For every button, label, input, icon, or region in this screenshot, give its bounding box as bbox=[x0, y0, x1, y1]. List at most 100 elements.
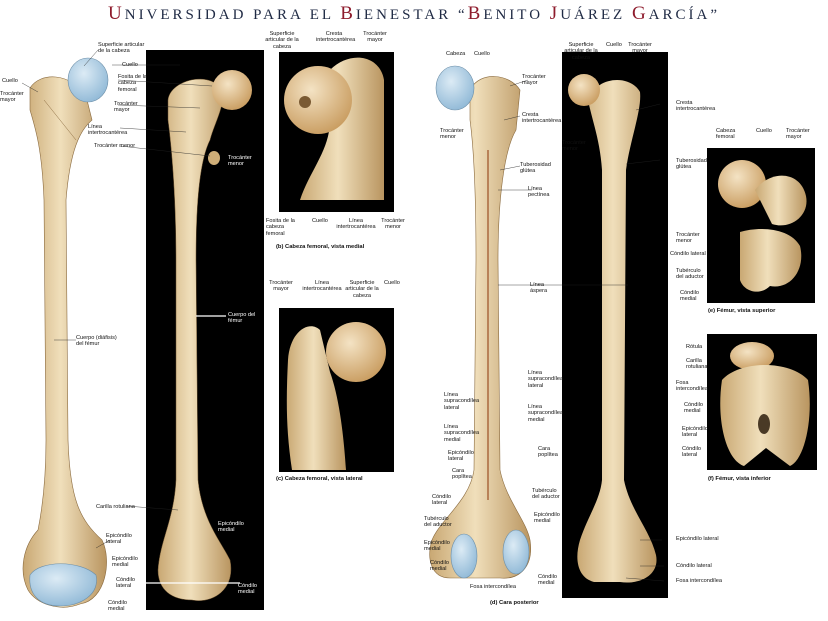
caption-e: (e) Fémur, vista superior bbox=[708, 308, 776, 314]
label-intercondylar-fossa: Fosa intercondílea bbox=[470, 584, 517, 590]
femur-superior-photo bbox=[718, 160, 807, 292]
label-lateral-epicondyle: Epicóndilo lateral bbox=[106, 533, 132, 546]
label-patellar-surface: Carilla rotuliana bbox=[686, 358, 708, 371]
femoral-head-medial-photo bbox=[284, 57, 384, 200]
label-intertrochanteric-crest: Cresta intertrocantérea bbox=[522, 112, 562, 125]
header-capital-3: J bbox=[549, 3, 561, 24]
label-intercondylar-fossa: Fosa intercondílea bbox=[676, 578, 723, 584]
label-medial-condyle: Cóndilo medial bbox=[684, 402, 703, 415]
label-greater-trochanter: Trocánter mayor bbox=[269, 280, 293, 293]
caption-b: (b) Cabeza femoral, vista medial bbox=[276, 244, 365, 250]
label-medial-supracondylar-line: Línea supracondílea medial bbox=[528, 404, 564, 423]
label-adductor-tubercle: Tubérculo del aductor bbox=[676, 268, 704, 281]
label-articular-surface: Superficie articular de la cabeza bbox=[265, 31, 299, 50]
label-greater-trochanter: Trocánter mayor bbox=[522, 74, 546, 87]
label-fovea: Fosita de la cabeza femoral bbox=[266, 218, 295, 237]
label-linea-aspera: Línea áspera bbox=[530, 282, 548, 295]
label-neck: Cuello bbox=[312, 218, 328, 224]
label-neck: Cuello bbox=[122, 62, 138, 68]
label-gluteal-tuberosity: Tuberosidad glútea bbox=[520, 162, 551, 175]
label-lateral-supracondylar-line: Línea supracondílea lateral bbox=[444, 392, 480, 411]
label-neck: Cuello bbox=[474, 51, 490, 57]
label-greater-trochanter: Trocánter mayor bbox=[0, 91, 24, 104]
header-text-4: ARCÍA” bbox=[648, 7, 720, 23]
label-intertrochanteric-crest: Cresta intertrocantérea bbox=[316, 31, 356, 44]
label-shaft: Cuerpo del fémur bbox=[228, 312, 256, 325]
label-lateral-epicondyle: Epicóndilo lateral bbox=[682, 426, 708, 439]
header-text-1: IENESTAR “ bbox=[355, 7, 468, 23]
label-lateral-condyle: Cóndilo lateral bbox=[682, 446, 701, 459]
label-medial-condyle: Cóndilo medial bbox=[430, 560, 449, 573]
label-intercondylar-fossa: Fosa intercondílea bbox=[676, 380, 709, 393]
label-medial-supracondylar-line: Línea supracondílea medial bbox=[444, 424, 480, 443]
leader-lines bbox=[21, 49, 665, 584]
label-neck: Cuello bbox=[606, 42, 622, 48]
label-shaft: Cuerpo (diáfisis) del fémur bbox=[76, 335, 117, 348]
label-lateral-condyle: Cóndilo lateral bbox=[116, 577, 135, 590]
label-medial-condyle: Cóndilo medial bbox=[680, 290, 699, 303]
label-greater-trochanter: Trocánter mayor bbox=[786, 128, 810, 141]
label-intertrochanteric-line: Línea intertrocantérea bbox=[88, 124, 128, 137]
label-greater-trochanter: Trocánter mayor bbox=[114, 101, 138, 114]
header-text-3: UÁREZ bbox=[560, 7, 632, 23]
label-neck: Cuello bbox=[2, 78, 18, 84]
label-greater-trochanter: Trocánter mayor bbox=[363, 31, 387, 44]
label-articular-surface: Superficie articular de la cabeza bbox=[98, 42, 145, 55]
femur-posterior-photo bbox=[568, 74, 657, 583]
label-greater-trochanter: Trocánter mayor bbox=[628, 42, 652, 55]
page-header: UNIVERSIDAD PARA EL BIENESTAR “BENITO JU… bbox=[0, 0, 828, 28]
header-text-2: ENITO bbox=[483, 7, 550, 23]
femur-inferior-photo bbox=[720, 342, 810, 466]
femur-anterior-illustration bbox=[22, 57, 109, 608]
label-neck: Cuello bbox=[384, 280, 400, 286]
label-lesser-trochanter: Trocánter menor bbox=[562, 140, 586, 153]
label-fovea: Fosita de la cabeza femoral bbox=[118, 74, 147, 93]
label-adductor-tubercle: Tubérculo del aductor bbox=[532, 488, 560, 501]
label-head: Cabeza bbox=[446, 51, 466, 57]
label-pectineal-line: Línea pectínea bbox=[528, 186, 550, 199]
header-capital-0: U bbox=[108, 3, 125, 24]
label-medial-condyle: Cóndilo medial bbox=[238, 583, 257, 596]
femur-posterior-illustration bbox=[429, 65, 531, 579]
header-capital-4: G bbox=[631, 3, 649, 24]
label-lesser-trochanter: Trocánter menor bbox=[94, 143, 136, 149]
caption-d: (d) Cara posterior bbox=[490, 600, 539, 606]
label-lesser-trochanter: Trocánter menor bbox=[676, 232, 700, 245]
label-lateral-condyle: Cóndilo lateral bbox=[676, 563, 712, 569]
header-capital-1: B bbox=[340, 3, 356, 24]
label-lesser-trochanter: Trocánter menor bbox=[440, 128, 464, 141]
label-lesser-trochanter: Trocánter menor bbox=[381, 218, 405, 231]
label-lateral-condyle: Cóndilo lateral bbox=[432, 494, 451, 507]
caption-c: (c) Cabeza femoral, vista lateral bbox=[276, 476, 363, 482]
label-articular-surface: Superficie articular de la cabeza bbox=[564, 42, 598, 61]
label-lateral-epicondyle: Epicóndilo lateral bbox=[676, 536, 719, 542]
femoral-head-lateral-photo bbox=[286, 322, 386, 470]
label-medial-condyle: Cóndilo medial bbox=[108, 600, 127, 613]
label-popliteal-surface: Cara poplítea bbox=[538, 446, 558, 459]
label-intertrochanteric-line: Línea intertrocantérea bbox=[302, 280, 342, 293]
label-lateral-condyle: Cóndilo lateral bbox=[670, 251, 706, 257]
caption-f: (f) Fémur, vista inferior bbox=[708, 476, 771, 482]
label-neck: Cuello bbox=[756, 128, 772, 134]
label-lateral-supracondylar-line: Línea supracondílea lateral bbox=[528, 370, 564, 389]
label-femoral-head: Cabeza femoral bbox=[716, 128, 736, 141]
label-lateral-epicondyle: Epicóndilo lateral bbox=[448, 450, 474, 463]
label-patellar-surface: Carilla rotuliana bbox=[96, 504, 135, 510]
label-intertrochanteric-line: Línea intertrocantérea bbox=[336, 218, 376, 231]
label-gluteal-tuberosity: Tuberosidad glútea bbox=[676, 158, 707, 171]
label-patella: Rótula bbox=[686, 344, 703, 350]
label-medial-epicondyle: Epicóndilo medial bbox=[424, 540, 450, 553]
femur-anterior-photo bbox=[157, 70, 252, 601]
label-medial-epicondyle: Epicóndilo medial bbox=[534, 512, 560, 525]
label-popliteal-surface: Cara poplítea bbox=[452, 468, 472, 481]
label-medial-epicondyle: Epicóndilo medial bbox=[218, 521, 244, 534]
header-capital-2: B bbox=[467, 3, 484, 24]
label-intertrochanteric-crest: Cresta intertrocantérea bbox=[676, 100, 716, 113]
header-text-0: NIVERSIDAD PARA EL bbox=[124, 7, 341, 23]
label-adductor-tubercle: Tubérculo del aductor bbox=[424, 516, 452, 529]
label-lesser-trochanter: Trocánter menor bbox=[228, 155, 252, 168]
label-articular-surface: Superficie articular de la cabeza bbox=[345, 280, 379, 299]
label-medial-epicondyle: Epicóndilo medial bbox=[112, 556, 138, 569]
label-medial-condyle: Cóndilo medial bbox=[538, 574, 557, 587]
